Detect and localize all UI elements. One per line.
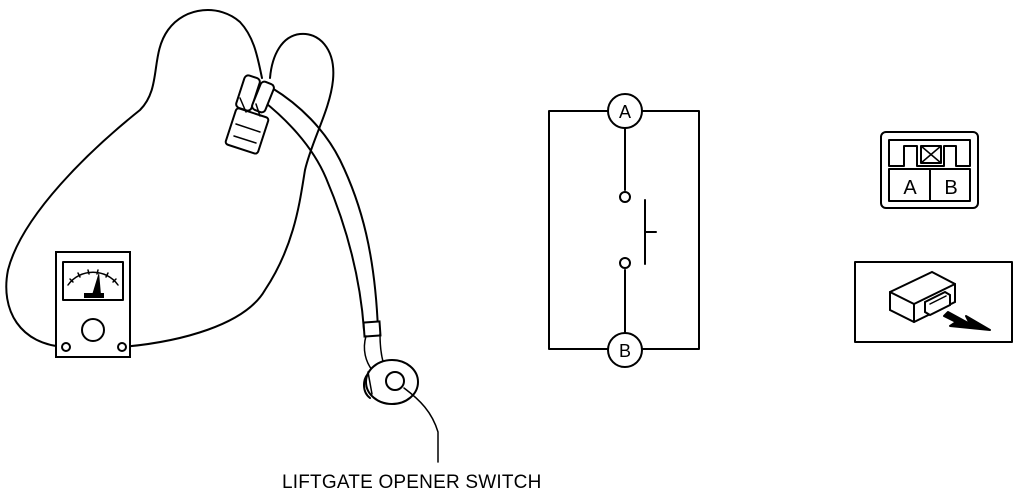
caption-label: LIFTGATE OPENER SWITCH [282, 472, 542, 493]
terminal-b-circle [607, 332, 643, 368]
caption-leader-line [403, 387, 439, 463]
switch-schematic: A B [548, 93, 700, 368]
terminal-a-label: A [619, 102, 631, 122]
connector-face: A B [880, 131, 979, 209]
terminal-a-circle [607, 93, 643, 129]
connector-view-direction [854, 261, 1013, 343]
test-lead-right [121, 32, 335, 348]
contact-upper [619, 191, 631, 203]
terminal-b-label: B [619, 341, 631, 361]
connector-pin-b: B [944, 177, 957, 199]
test-lead-left [5, 9, 263, 348]
harness-connector [224, 74, 275, 155]
connector-pin-a: A [903, 177, 917, 199]
connector-lock-tab [920, 145, 942, 164]
switch-harness [261, 87, 386, 371]
liftgate-switch-part [363, 359, 419, 405]
contact-lower [619, 257, 631, 269]
connector-insert-arrow-icon [943, 311, 991, 331]
multimeter-icon [55, 251, 131, 358]
